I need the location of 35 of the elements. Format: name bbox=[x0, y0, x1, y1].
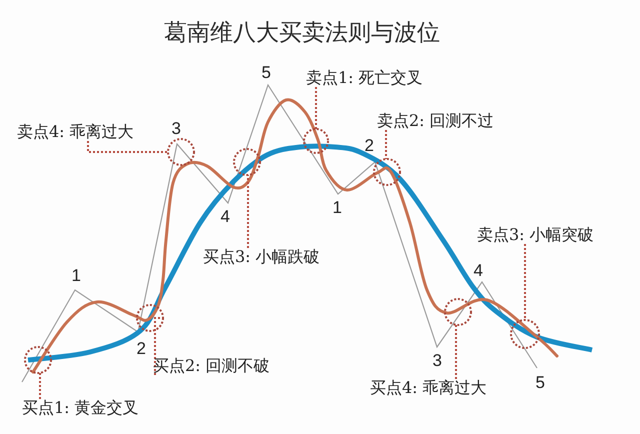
callout-label: 买点3: 小幅跌破 bbox=[203, 248, 320, 266]
callout-label: 卖点4: 乖离过大 bbox=[17, 123, 134, 141]
title: 葛南维八大买卖法则与波位 bbox=[164, 20, 440, 46]
highlight-circle bbox=[136, 304, 164, 332]
wave-number: 3 bbox=[172, 120, 181, 136]
wave-number: 4 bbox=[220, 208, 230, 224]
highlight-circle bbox=[510, 319, 540, 349]
leader-line bbox=[385, 130, 387, 159]
wave-number: 4 bbox=[474, 262, 483, 278]
leader-line bbox=[154, 317, 163, 375]
wave-number: 1 bbox=[72, 266, 81, 284]
highlight-circle bbox=[233, 148, 261, 176]
highlight-circle bbox=[373, 158, 401, 186]
wave-number: 3 bbox=[432, 352, 442, 368]
highlight-circle bbox=[24, 346, 52, 374]
highlight-circle bbox=[444, 298, 472, 326]
wave-number: 1 bbox=[332, 198, 342, 216]
wave-number: 5 bbox=[536, 374, 545, 390]
wave-number: 5 bbox=[262, 64, 271, 80]
callout-label: 买点1: 黄金交叉 bbox=[22, 399, 139, 417]
leader-line bbox=[87, 141, 168, 153]
leader-line bbox=[39, 372, 41, 399]
leader-line bbox=[315, 87, 317, 129]
callout-label: 卖点2: 回测不过 bbox=[377, 112, 494, 130]
highlight-circle bbox=[167, 138, 195, 166]
highlight-circle bbox=[303, 128, 329, 154]
callout-label: 买点2: 回测不破 bbox=[153, 357, 270, 375]
leader-line bbox=[524, 244, 526, 320]
leader-line bbox=[247, 175, 249, 248]
wave-number: 2 bbox=[136, 340, 146, 356]
callout-label: 卖点3: 小幅突破 bbox=[477, 226, 594, 244]
leader-line bbox=[455, 324, 457, 379]
wave-number: 2 bbox=[364, 136, 374, 154]
callout-label: 买点4: 乖离过大 bbox=[370, 379, 487, 397]
callout-label: 卖点1: 死亡交叉 bbox=[306, 69, 423, 87]
